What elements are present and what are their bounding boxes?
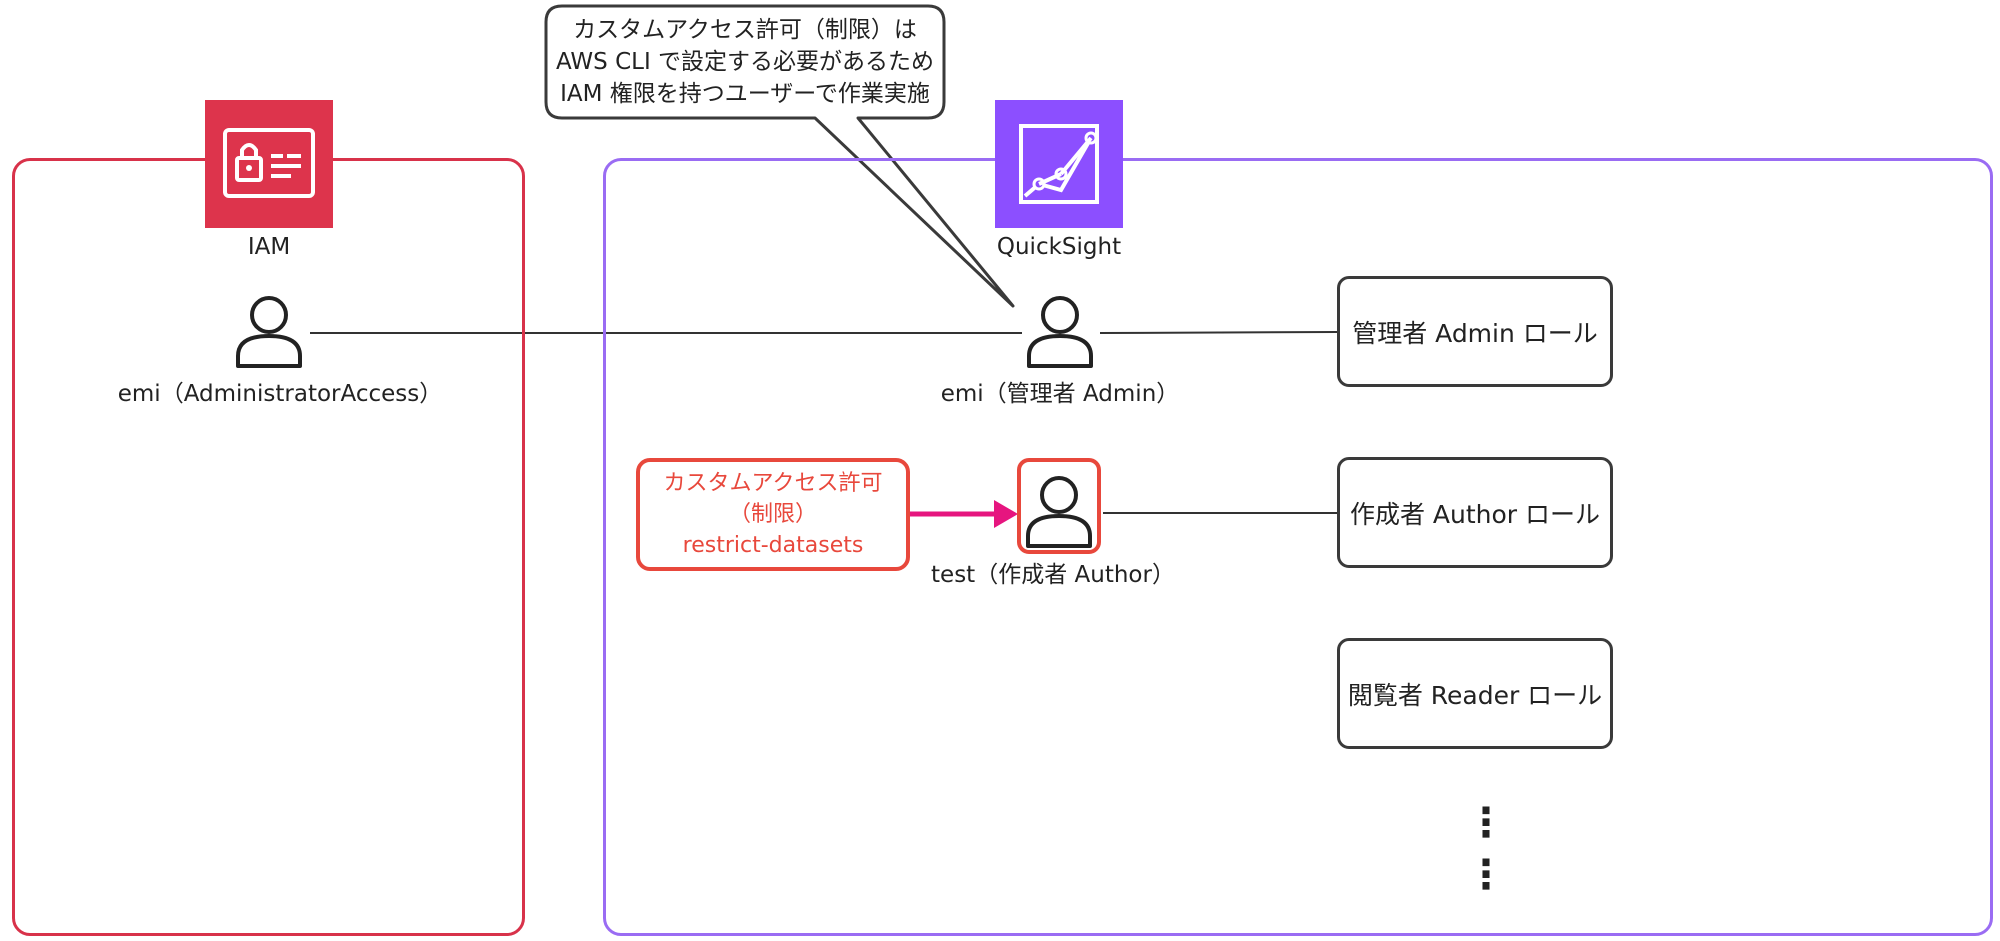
iam-permissions-icon xyxy=(205,100,333,228)
iam-user-icon xyxy=(236,296,302,368)
author-highlight-box xyxy=(1017,458,1101,554)
continuation-dots: ⋮ xyxy=(1466,800,1506,846)
quicksight-frame xyxy=(603,158,1993,936)
continuation-dots: ⋮ xyxy=(1466,852,1506,898)
callout-text: カスタムアクセス許可（制限）は AWS CLI で設定する必要があるため IAM… xyxy=(545,14,945,110)
callout-line: AWS CLI で設定する必要があるため xyxy=(555,49,935,75)
callout-line: カスタムアクセス許可（制限）は xyxy=(573,17,917,43)
arrow-head xyxy=(994,500,1018,528)
iam-label: IAM xyxy=(247,234,291,260)
quicksight-analytics-icon xyxy=(995,100,1123,228)
admin-user-label: emi（管理者 Admin） xyxy=(940,381,1180,407)
author-user-icon xyxy=(1026,476,1092,548)
custom-permission-line: （制限） xyxy=(728,502,817,527)
custom-permission-line: restrict-datasets xyxy=(682,533,864,558)
admin-to-role-line xyxy=(1099,331,1338,334)
iam-user-label: emi（AdministratorAccess） xyxy=(117,381,443,407)
custom-permission-box: カスタムアクセス許可 （制限） restrict-datasets xyxy=(636,458,910,571)
iam-frame xyxy=(12,158,525,936)
author-user-label: test（作成者 Author） xyxy=(931,562,1175,588)
custom-permission-line: カスタムアクセス許可 xyxy=(663,471,883,496)
quicksight-label: QuickSight xyxy=(996,234,1122,260)
callout-line: IAM 権限を持つユーザーで作業実施 xyxy=(560,81,930,107)
admin-role-box: 管理者 Admin ロール xyxy=(1337,276,1613,387)
admin-user-icon xyxy=(1027,296,1093,368)
callout-bubble xyxy=(544,4,1015,308)
reader-role-box: 閲覧者 Reader ロール xyxy=(1337,638,1613,749)
author-role-box: 作成者 Author ロール xyxy=(1337,457,1613,568)
